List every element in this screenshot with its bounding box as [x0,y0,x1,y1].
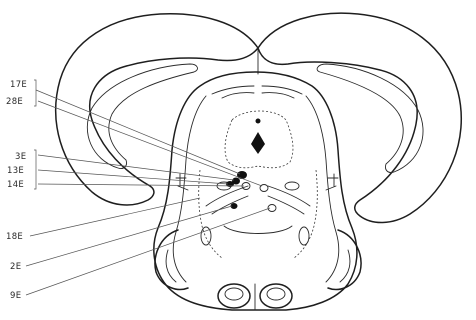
label-18e: 18E [6,232,23,242]
cerebral-hemispheres [56,13,462,222]
left-lobe-fold [166,250,176,282]
fiber-band-left [222,93,254,98]
ventral-lobes [155,230,361,289]
bracket-3e-14e [34,150,36,189]
label-2e: 2E [10,262,21,272]
fiber-band-right [262,93,294,98]
specimen-labels: 17E 28E 3E 13E 14E 18E 2E 9E [6,80,27,301]
label-3e: 3E [15,152,26,162]
nucleus-oval-right [299,227,309,245]
central-nucleus-diamond [251,132,265,154]
diencephalon [154,72,357,310]
label-14e: 14E [7,180,24,190]
wing-right [268,186,310,206]
label-17e: 17E [10,80,27,90]
leader-17e [36,90,240,174]
diencephalon-outline [154,72,357,310]
stria-left [176,174,188,190]
leader-9e [26,208,270,295]
left-pyramid-inner [225,288,243,300]
basal-pyramids [218,284,292,310]
leader-28e [38,101,262,186]
left-ventricle [87,64,197,169]
leader-14e [38,184,244,186]
bracket-17e-28e [34,80,36,106]
right-hemisphere-outline [258,13,461,222]
label-28e: 28E [6,97,23,107]
inner-outline-left [173,96,206,282]
oval-right [285,182,299,190]
left-hemisphere-outline [56,14,258,205]
dorsal-dot [256,119,261,124]
label-9e: 9E [10,291,21,301]
right-lobe-fold [340,250,350,282]
leader-13e [38,170,228,184]
wing-left [206,186,248,206]
right-pyramid-inner [267,288,285,300]
leader-lines [26,80,270,295]
leader-3e [38,155,234,180]
ventral-line [224,226,292,234]
lesion-17e [237,171,247,179]
label-13e: 13E [7,166,24,176]
